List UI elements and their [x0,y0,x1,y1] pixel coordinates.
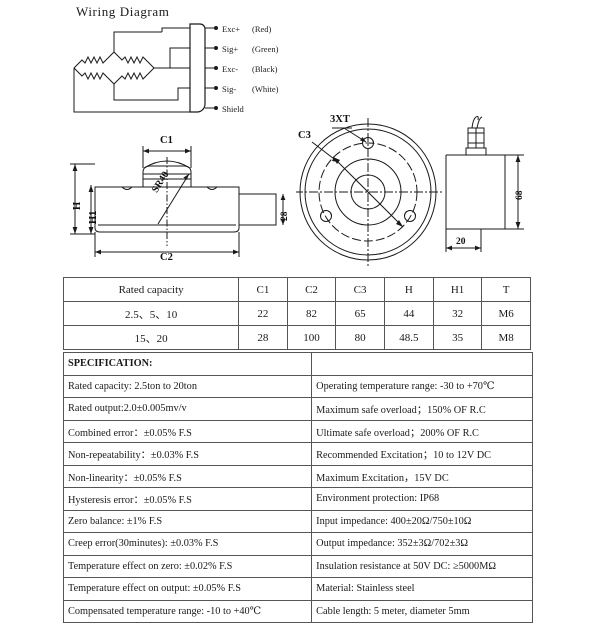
spec-cell-operating-temp: Operating temperature range: -30 to +70℃ [311,374,533,398]
wire-color-sig-plus: (Green) [252,44,279,54]
side-elevation-drawing: C1 C2 H H1 28 SR40 [62,124,302,272]
dim-label-c1: C1 [160,135,173,146]
table-row: Temperature effect on output: ±0.05% F.S… [62,577,533,601]
table-row: Compensated temperature range: -10 to +4… [62,599,533,623]
plan-view-drawing: 3XT C3 68 20 [294,112,546,272]
dim-header-c1: C1 [238,277,288,302]
dim-label-width-20: 20 [456,237,466,247]
spec-cell-output-impedance: Output impedance: 352±3Ω/702±3Ω [311,532,533,556]
table-row: Creep error(30minutes): ±0.03% F.S Outpu… [62,532,533,556]
wire-color-sig-minus: (White) [252,84,279,94]
dim-cell-h1-row2: 35 [432,325,483,350]
dim-header-c3: C3 [335,277,385,302]
dim-header-rated-capacity: Rated capacity [62,277,240,302]
spec-cell-input-impedance: Input impedance: 400±20Ω/750±10Ω [311,509,533,533]
spec-cell-max-safe-overload: Maximum safe overload；150% OF R.C [311,397,533,421]
spec-cell-non-repeatability: Non-repeatability：±0.03% F.S [62,442,313,466]
table-row: Zero balance: ±1% F.S Input impedance: 4… [62,509,533,533]
spec-cell-rated-capacity: Rated capacity: 2.5ton to 20ton [62,374,313,398]
table-row: Hysteresis error：±0.05% F.S Environment … [62,487,533,511]
table-row: Temperature effect on zero: ±0.02% F.S I… [62,554,533,578]
spec-cell-temp-effect-zero: Temperature effect on zero: ±0.02% F.S [62,554,313,578]
table-row: Rated output:2.0±0.005mv/v Maximum safe … [62,397,533,421]
dim-label-diameter-68: 68 [515,190,525,201]
table-row: Non-repeatability：±0.03% F.S Recommended… [62,442,533,466]
wire-color-exc-minus: (Black) [252,64,278,74]
dim-cell-h-row2: 48.5 [383,325,434,350]
dim-cell-c3-row1: 65 [335,301,385,326]
table-row: 15、20 28 100 80 48.5 35 M8 [62,325,531,350]
wire-label-exc-minus: Exc- [222,64,239,74]
table-header-row: Rated capacity C1 C2 C3 H H1 T [62,277,531,302]
dim-cell-t-row1: M6 [481,301,531,326]
dim-header-h1: H1 [432,277,483,302]
dim-cell-c1-row2: 28 [238,325,288,350]
dim-label-h: H [72,201,83,210]
spec-cell-compensated-temp: Compensated temperature range: -10 to +4… [62,599,313,623]
dim-cell-t-row2: M8 [481,325,531,350]
wiring-diagram-title: Wiring Diagram [76,4,170,19]
spec-title: SPECIFICATION: [62,352,313,376]
dim-cell-c2-row2: 100 [286,325,337,350]
spec-title-row: SPECIFICATION: [62,352,533,376]
spec-cell-zero-balance: Zero balance: ±1% F.S [62,509,313,533]
spec-cell-hysteresis-error: Hysteresis error：±0.05% F.S [62,487,313,511]
spec-cell-combined-error: Combined error：±0.05% F.S [62,419,313,443]
dim-cell-capacity-row2: 15、20 [62,325,240,350]
spec-cell-non-linearity: Non-linearity：±0.05% F.S [62,464,313,488]
top-view-svg [294,115,524,266]
dim-cell-c1-row1: 22 [238,301,288,326]
dim-label-thickness-28: 28 [280,211,290,222]
spec-cell-recommended-excitation: Recommended Excitation；10 to 12V DC [311,442,533,466]
table-row: Rated capacity: 2.5ton to 20ton Operatin… [62,374,533,398]
spec-cell-maximum-excitation: Maximum Excitation，15V DC [311,464,533,488]
dim-header-h: H [383,277,434,302]
dim-cell-c3-row2: 80 [335,325,385,350]
spec-cell-material: Material: Stainless steel [311,577,533,601]
spec-cell-insulation-resistance: Insulation resistance at 50V DC: ≥5000MΩ [311,554,533,578]
spec-cell-temp-effect-output: Temperature effect on output: ±0.05% F.S [62,577,313,601]
wire-label-sig-plus: Sig+ [222,44,239,54]
table-row: Non-linearity：±0.05% F.S Maximum Excitat… [62,464,533,488]
dim-cell-c2-row1: 82 [286,301,337,326]
spec-cell-cable-length: Cable length: 5 meter, diameter 5mm [311,599,533,623]
wire-label-shield: Shield [222,104,244,114]
wiring-diagram: Wiring Diagram [62,2,312,120]
spec-title-right-empty [311,352,533,376]
table-row: 2.5、5、10 22 82 65 44 32 M6 [62,301,531,326]
dim-cell-h-row1: 44 [383,301,434,326]
dim-label-c2: C2 [160,252,173,263]
dim-header-t: T [481,277,531,302]
dim-label-3xt: 3XT [330,114,350,125]
dim-cell-capacity-row1: 2.5、5、10 [62,301,240,326]
spec-cell-environment-protection: Environment protection: IP68 [311,487,533,511]
wire-label-exc-plus: Exc+ [222,24,241,34]
dim-header-c2: C2 [286,277,337,302]
spec-cell-ultimate-overload: Ultimate safe overload；200% OF R.C [311,419,533,443]
dimension-table: Rated capacity C1 C2 C3 H H1 T 2.5、5、10 … [62,277,531,350]
side-view-svg [70,146,286,257]
dim-label-h1: H1 [88,210,99,224]
dim-cell-h1-row1: 32 [432,301,483,326]
wiring-schematic [73,23,218,113]
specification-table: SPECIFICATION: Rated capacity: 2.5ton to… [62,352,533,623]
wire-label-sig-minus: Sig- [222,84,237,94]
dim-label-c3: C3 [298,130,311,141]
table-row: Combined error：±0.05% F.S Ultimate safe … [62,419,533,443]
spec-cell-creep-error: Creep error(30minutes): ±0.03% F.S [62,532,313,556]
spec-cell-rated-output: Rated output:2.0±0.005mv/v [62,397,313,421]
wire-color-exc-plus: (Red) [252,24,272,34]
